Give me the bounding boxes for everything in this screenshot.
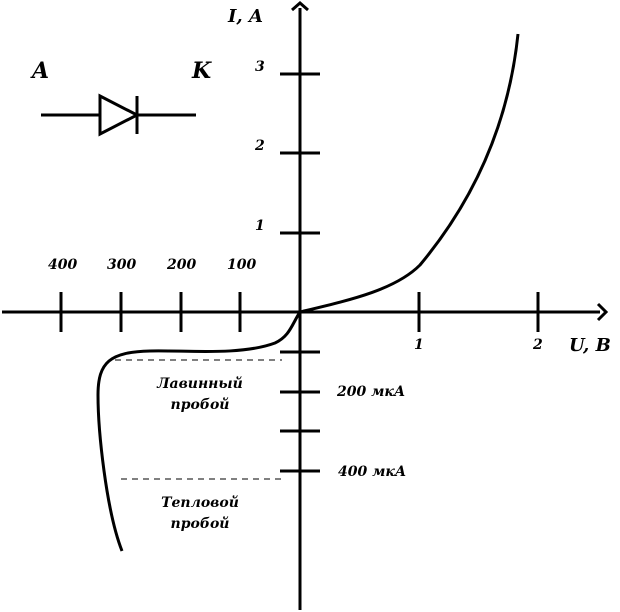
x-tick-label-400: 400 [48, 257, 77, 273]
y-tick-label-3: 3 [255, 59, 265, 75]
anode-label: A [30, 58, 49, 84]
thermal-label-line2: пробой [171, 515, 230, 532]
cathode-label: K [191, 58, 212, 84]
y-tick-label-200ua: 200 мкА [336, 384, 405, 400]
x-tick-label-200: 200 [166, 257, 196, 273]
avalanche-label-line2: пробой [171, 396, 230, 413]
diode-symbol [41, 93, 196, 137]
forward-curve [299, 33, 520, 314]
x-tick-label-2: 2 [532, 337, 543, 353]
x-tick-label-100: 100 [227, 257, 256, 273]
y-axis-label: I, A [227, 6, 263, 27]
x-axis-arrow [596, 302, 609, 322]
y-tick-label-2: 2 [254, 138, 265, 154]
thermal-label-line1: Тепловой [161, 494, 239, 511]
y-tick-label-400ua: 400 мкА [338, 464, 406, 480]
y-axis-arrow [291, 1, 309, 12]
y-tick-label-1: 1 [255, 218, 265, 234]
x-axis-label: U, B [569, 335, 611, 356]
reverse-curve [96, 311, 302, 552]
x-tick-label-1: 1 [414, 337, 424, 353]
x-tick-label-300: 300 [107, 257, 136, 273]
avalanche-label-line1: Лавинный [156, 375, 243, 392]
diode-triangle [98, 93, 141, 137]
